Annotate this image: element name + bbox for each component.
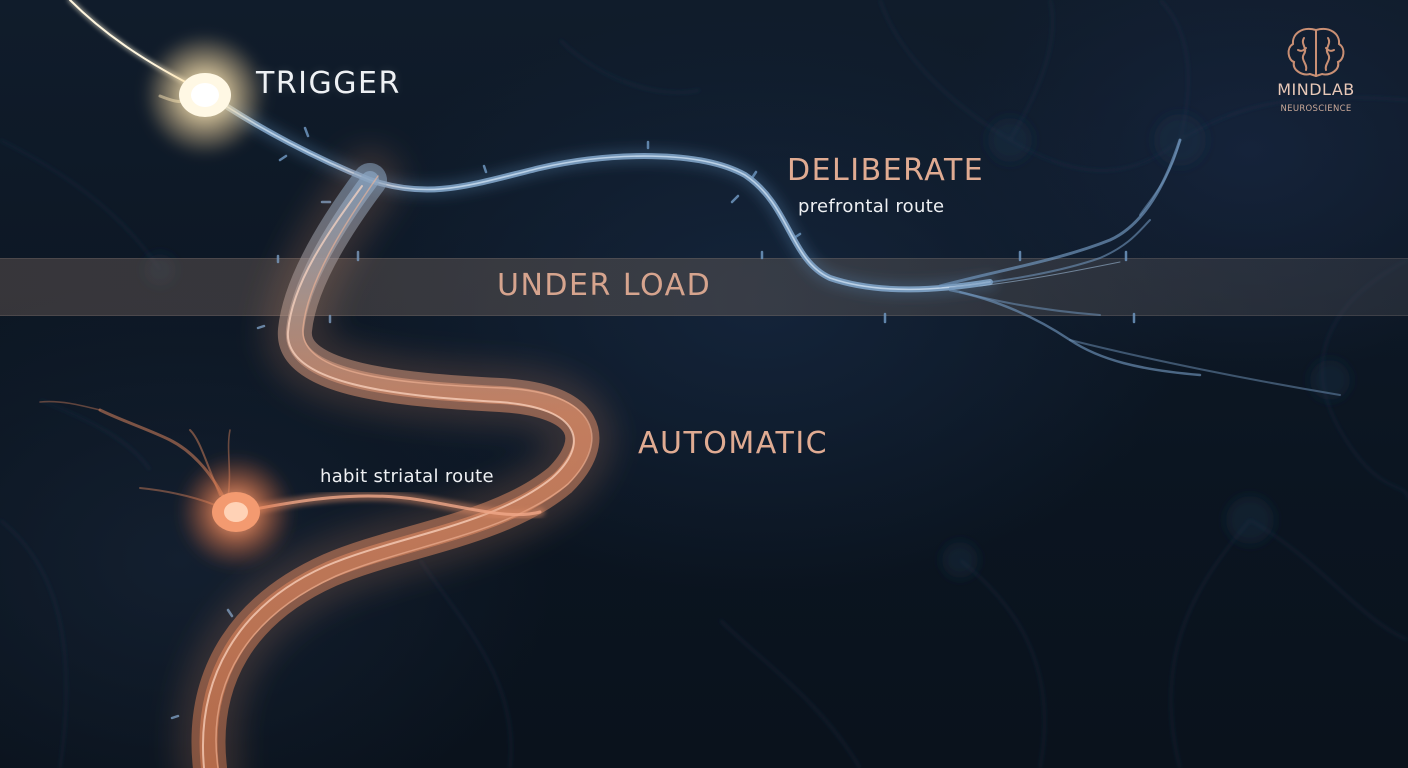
deliberate-sublabel: prefrontal route <box>798 196 944 217</box>
trigger-label: TRIGGER <box>256 66 401 101</box>
automatic-label: AUTOMATIC <box>638 426 828 461</box>
mindlab-logo: MINDLAB NEUROSCIENCE <box>1256 24 1376 124</box>
logo-brand: MINDLAB <box>1256 80 1376 99</box>
logo-tagline: NEUROSCIENCE <box>1256 104 1376 114</box>
deliberate-label: DELIBERATE <box>787 153 984 188</box>
habit-node <box>178 454 294 570</box>
under-load-label: UNDER LOAD <box>497 268 711 303</box>
brain-icon <box>1256 24 1376 80</box>
automatic-sublabel: habit striatal route <box>320 466 494 487</box>
trigger-node <box>143 33 267 157</box>
